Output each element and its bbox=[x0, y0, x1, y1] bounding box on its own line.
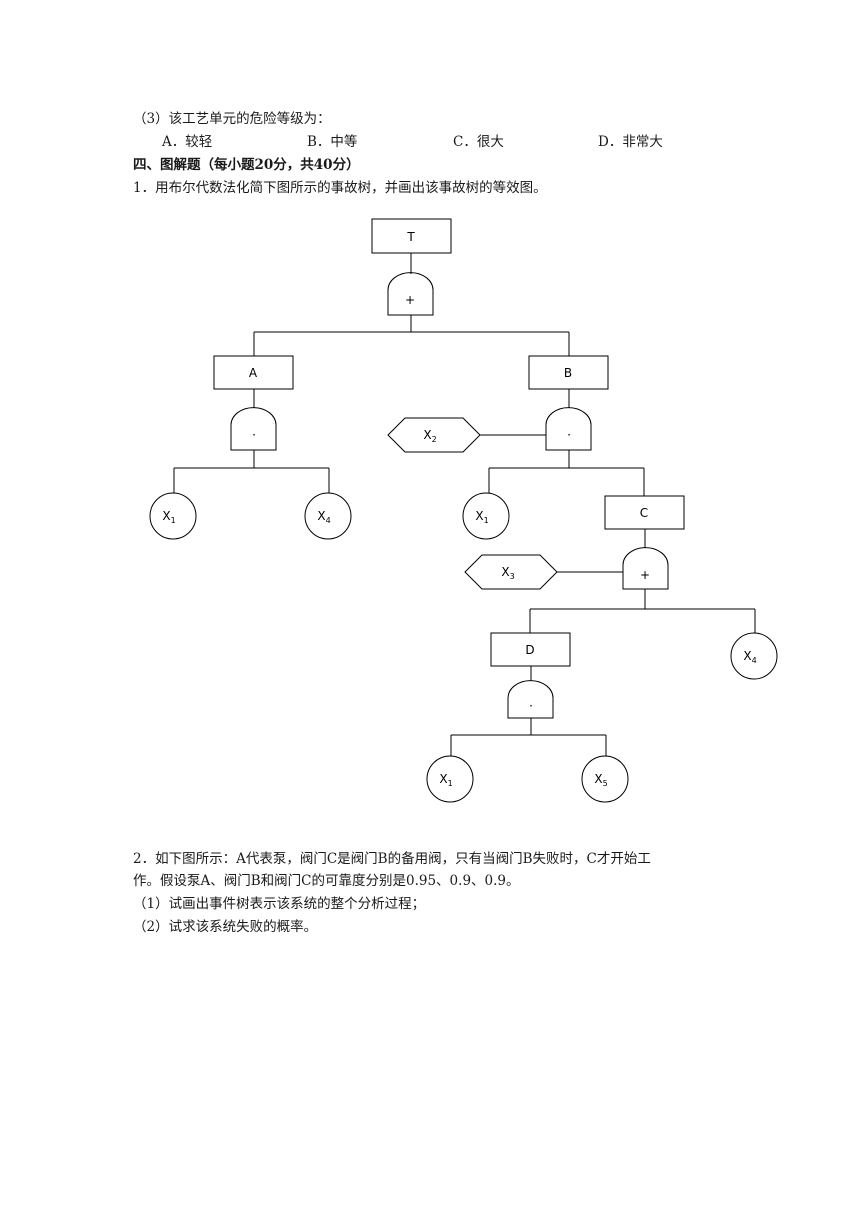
svg-text:X5: X5 bbox=[594, 772, 607, 788]
problem2-line2: 作。假设泵A、阀门B和阀门C的可靠度分别是0.95、0.9、0.9。 bbox=[133, 873, 520, 889]
problem2-sub1: （1）试画出事件树表示该系统的整个分析过程； bbox=[133, 896, 426, 912]
event-d-label: D bbox=[525, 643, 534, 657]
svg-text:X1: X1 bbox=[475, 509, 488, 525]
top-event-label: T bbox=[406, 230, 415, 244]
q3-option-c: C．很大 bbox=[453, 134, 504, 150]
event-b-label: B bbox=[564, 366, 572, 380]
and-gate-d: · bbox=[507, 680, 554, 719]
basic-event-x4-c: X4 bbox=[730, 632, 778, 680]
section-heading: 四、图解题（每小题20分，共40分） bbox=[133, 157, 360, 173]
svg-text:X1: X1 bbox=[162, 509, 175, 525]
event-c-label: C bbox=[640, 506, 648, 520]
event-b: B bbox=[528, 355, 609, 390]
or-gate-t-symbol: + bbox=[405, 293, 415, 307]
q3-stem: （3）该工艺单元的危险等级为： bbox=[133, 111, 331, 127]
and-gate-d-symbol: · bbox=[529, 699, 533, 713]
problem2-sub2: （2）试求该系统失败的概率。 bbox=[133, 919, 318, 935]
svg-text:X1: X1 bbox=[439, 772, 452, 788]
problem1-text: 1．用布尔代数法化简下图所示的事故树，并画出该事故树的等效图。 bbox=[133, 180, 547, 196]
svg-text:X2: X2 bbox=[423, 428, 436, 444]
event-a-label: A bbox=[249, 366, 258, 380]
problem2-line1: 2．如下图所示：A代表泵，阀门C是阀门B的备用阀，只有当阀门B失败时，C才开始工 bbox=[133, 851, 651, 867]
and-gate-a: · bbox=[230, 407, 277, 451]
or-gate-c-symbol: + bbox=[640, 568, 650, 582]
and-gate-a-symbol: · bbox=[252, 428, 256, 442]
basic-event-x5-d: X5 bbox=[581, 755, 629, 803]
or-gate-c: + bbox=[622, 547, 669, 590]
q3-option-b: B．中等 bbox=[307, 134, 358, 150]
q3-option-d: D．非常大 bbox=[598, 134, 663, 150]
basic-event-x4-a: X4 bbox=[304, 492, 352, 540]
svg-text:X4: X4 bbox=[743, 649, 756, 665]
q3-option-a: A．较轻 bbox=[162, 134, 213, 150]
condition-x2: X2 bbox=[387, 417, 481, 453]
event-d: D bbox=[490, 632, 571, 667]
basic-event-x1-d: X1 bbox=[426, 755, 474, 803]
top-event-t: T bbox=[371, 218, 452, 254]
event-a: A bbox=[213, 355, 294, 390]
svg-text:X3: X3 bbox=[501, 565, 514, 581]
basic-event-x1-b: X1 bbox=[462, 492, 510, 540]
and-gate-b-symbol: · bbox=[567, 428, 571, 442]
svg-text:X4: X4 bbox=[317, 509, 330, 525]
condition-x3: X3 bbox=[464, 554, 558, 590]
event-c: C bbox=[604, 495, 685, 530]
and-gate-b: · bbox=[545, 407, 592, 451]
basic-event-x1-a: X1 bbox=[149, 492, 197, 540]
or-gate-t: + bbox=[387, 272, 434, 316]
